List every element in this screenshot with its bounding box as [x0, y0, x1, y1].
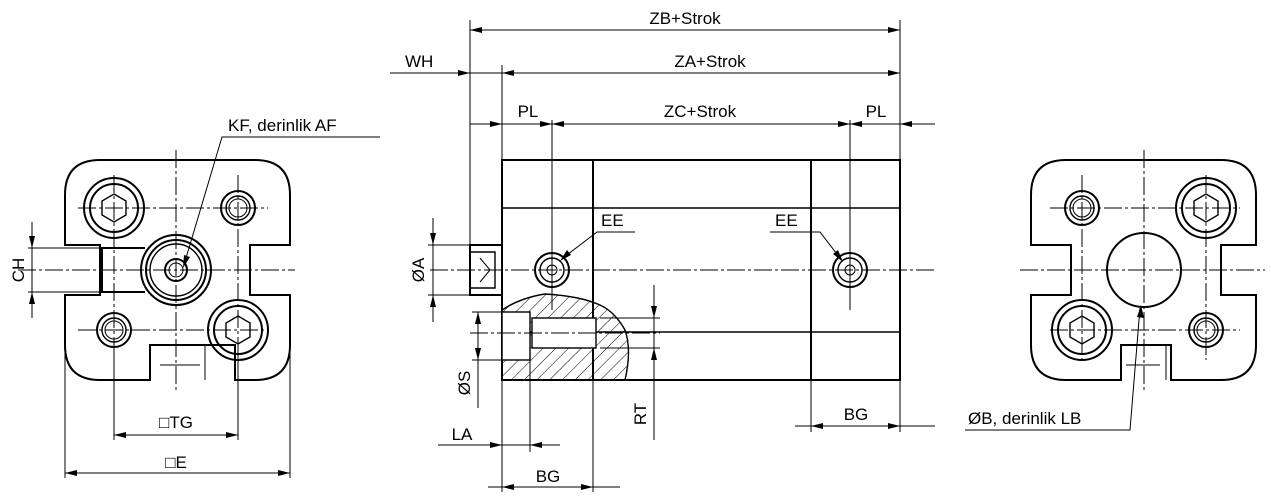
thread-hole-top-right	[220, 190, 256, 226]
front-end-view: CH KF, derinlik AF □TG □E	[9, 116, 380, 478]
bg-bottom-label: BG	[536, 467, 561, 486]
wh-label: WH	[405, 52, 433, 71]
ee-left-label: EE	[601, 211, 624, 230]
rear-thread-hole-top-left	[1064, 190, 1100, 226]
rear-thread-hole-bottom-right	[1188, 312, 1224, 348]
front-end-plate-outline	[64, 159, 291, 381]
dia-s-label: ØS	[455, 371, 474, 396]
rear-end-view: ØB, derinlik LB	[965, 150, 1265, 431]
ee-left-leader	[562, 231, 635, 259]
rear-bore-b	[1106, 232, 1182, 308]
zc-strok-label: ZC+Strok	[664, 102, 737, 121]
rear-socket-screw-top-right	[1175, 177, 1237, 239]
ee-right-leader	[770, 231, 841, 259]
piston-rod-end	[140, 234, 212, 306]
rear-socket-screw-bottom-left	[1051, 299, 1113, 361]
ee-right-label: EE	[775, 211, 798, 230]
rear-end-plate-outline	[1030, 159, 1257, 381]
e-label: □E	[165, 453, 187, 472]
ch-label: CH	[9, 258, 28, 283]
bg-right-label: BG	[844, 405, 869, 424]
kf-leader	[185, 136, 380, 259]
pl-right-label: PL	[866, 102, 887, 121]
pl-left-label: PL	[518, 102, 539, 121]
rt-label: RT	[631, 403, 650, 425]
dia-a-label: ØA	[409, 257, 428, 282]
dia-b-leader	[965, 307, 1141, 431]
la-label: LA	[452, 425, 473, 444]
socket-screw-top-left	[83, 177, 145, 239]
side-view: EE EE ZB+Strok WH ZA+Strok PL ZC+Str	[390, 9, 935, 492]
zb-strok-label: ZB+Strok	[649, 9, 721, 28]
kf-depth-label: KF, derinlik AF	[228, 116, 337, 135]
wrench-flat-outline	[101, 247, 145, 293]
counterbore	[501, 311, 531, 361]
za-strok-label: ZA+Strok	[674, 52, 746, 71]
dia-b-depth-label: ØB, derinlik LB	[968, 409, 1081, 428]
tg-label: □TG	[159, 413, 193, 432]
